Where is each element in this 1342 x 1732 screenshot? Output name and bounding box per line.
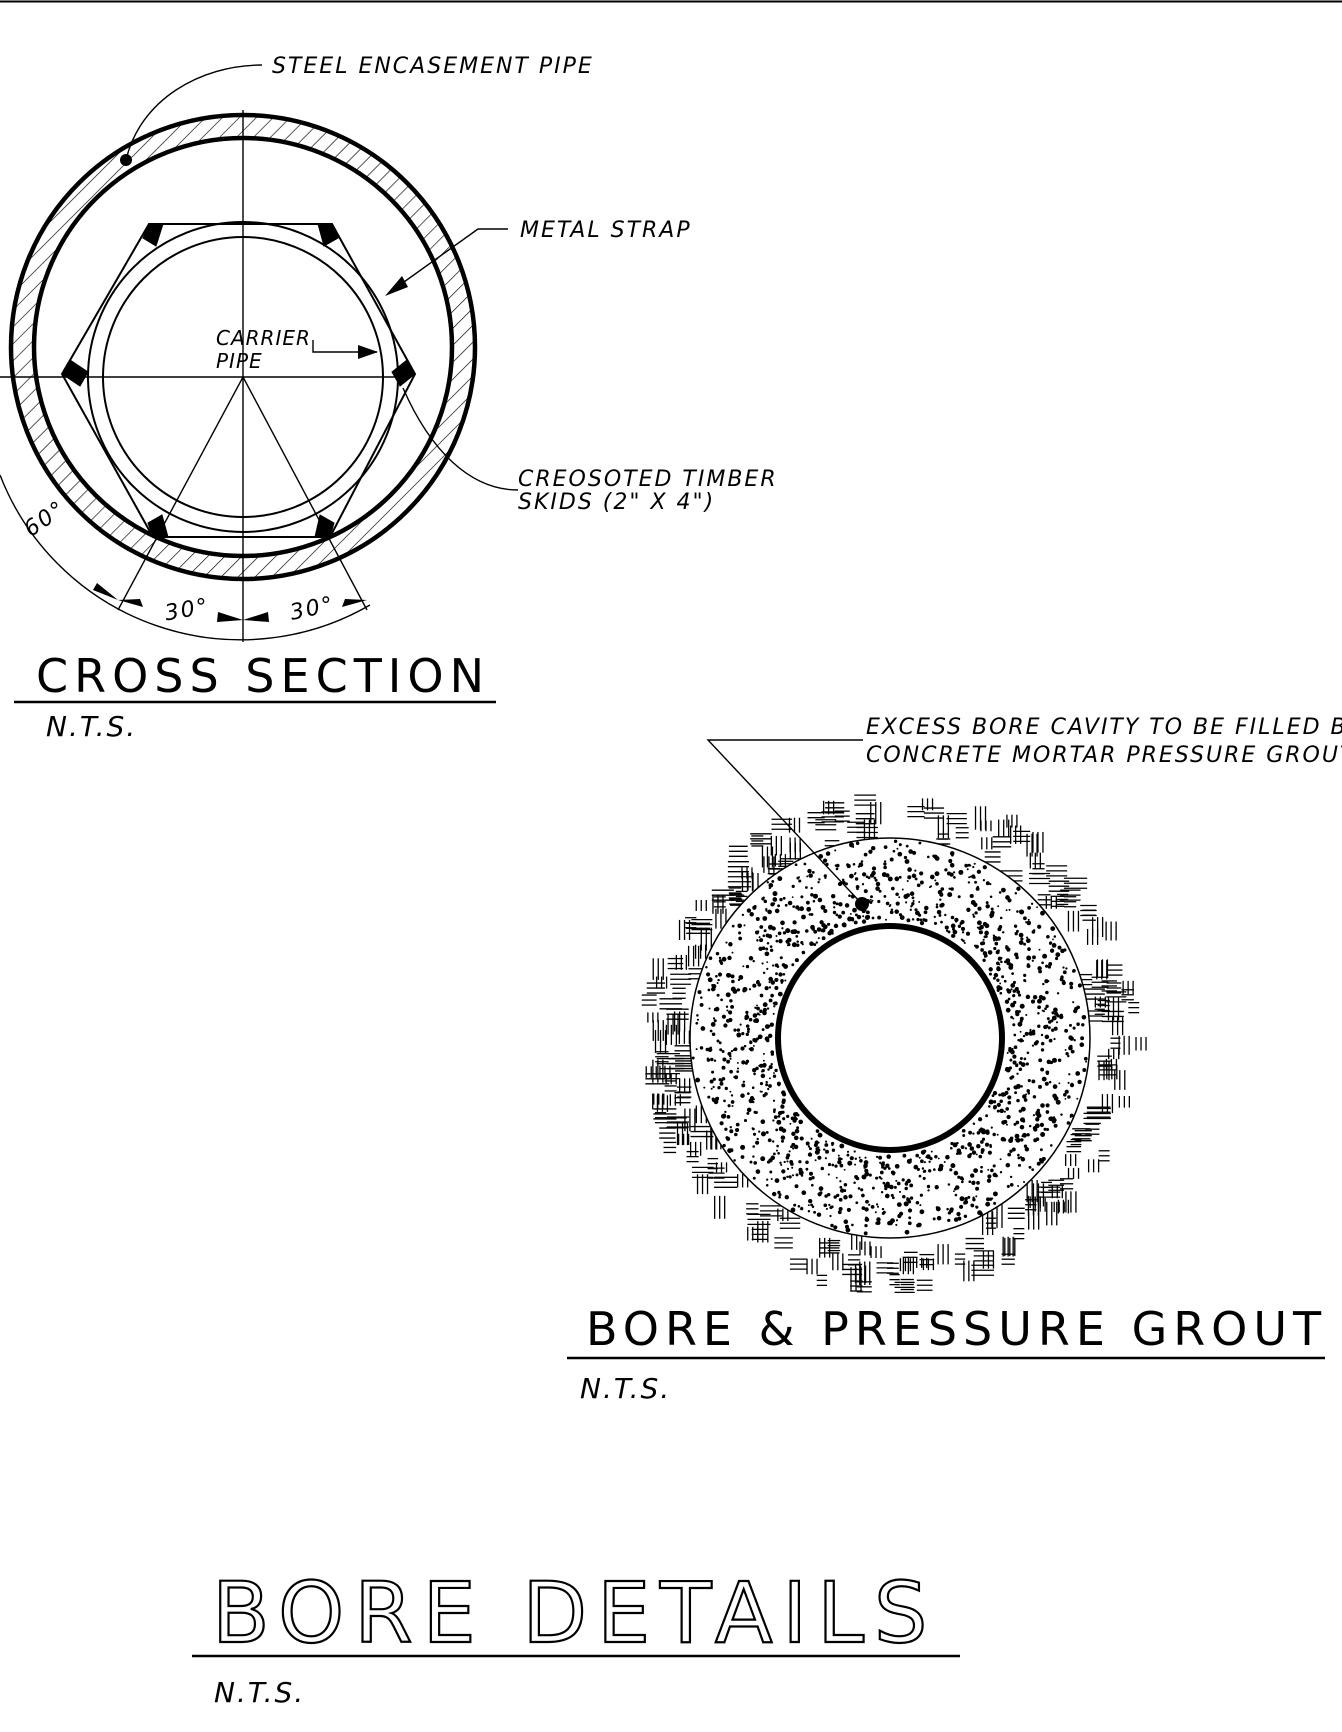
arrow-metal-strap bbox=[385, 276, 408, 296]
grout-note-line1: EXCESS BORE CAVITY TO BE FILLED BY bbox=[866, 715, 1342, 740]
label-angle-left: 30° bbox=[163, 594, 212, 626]
angle-ray-left bbox=[117, 376, 244, 611]
soil-pattern bbox=[641, 794, 1147, 1294]
cross-section-scale: N.T.S. bbox=[46, 710, 137, 743]
carrier-pipe-bore bbox=[775, 923, 1005, 1153]
dimension-arrows bbox=[93, 583, 367, 622]
cross-section-title: CROSS SECTION bbox=[36, 649, 490, 703]
leader-skids bbox=[402, 387, 519, 491]
bore-details-scale: N.T.S. bbox=[214, 1676, 305, 1709]
leader-dot-grout bbox=[855, 897, 869, 911]
leader-grout-note bbox=[706, 739, 863, 905]
metal-strap bbox=[60, 223, 417, 538]
label-skids-line1: CREOSOTED TIMBER bbox=[518, 467, 778, 492]
angle-ray-right bbox=[242, 376, 368, 611]
timber-skids bbox=[61, 223, 416, 538]
cross-section-diagram bbox=[0, 64, 519, 642]
label-steel-encasement-pipe: STEEL ENCASEMENT PIPE bbox=[272, 54, 594, 79]
arrow-carrier-pipe bbox=[358, 345, 378, 359]
label-carrier-line2: PIPE bbox=[216, 349, 263, 373]
label-angle-right: 30° bbox=[288, 592, 337, 626]
label-angle-outer: 60° bbox=[20, 496, 71, 542]
bore-grout-diagram bbox=[641, 739, 1147, 1294]
label-metal-strap: METAL STRAP bbox=[520, 218, 692, 243]
leader-metal-strap bbox=[389, 228, 508, 293]
bore-grout-scale: N.T.S. bbox=[580, 1372, 671, 1405]
leader-carrier-pipe bbox=[312, 340, 377, 353]
label-carrier-line1: CARRIER bbox=[216, 326, 311, 350]
bore-grout-title: BORE & PRESSURE GROUT bbox=[586, 1302, 1327, 1356]
angle-dimension-arc bbox=[0, 474, 371, 641]
bore-details-title: BORE DETAILS bbox=[212, 1564, 937, 1662]
grout-stipple bbox=[691, 839, 1088, 1236]
label-skids-line2: SKIDS (2" X 4") bbox=[518, 490, 715, 515]
leader-steel-pipe bbox=[125, 64, 263, 161]
leader-dot-steel-pipe bbox=[120, 154, 132, 166]
grout-note-line2: CONCRETE MORTAR PRESSURE GROUTING bbox=[866, 743, 1342, 768]
